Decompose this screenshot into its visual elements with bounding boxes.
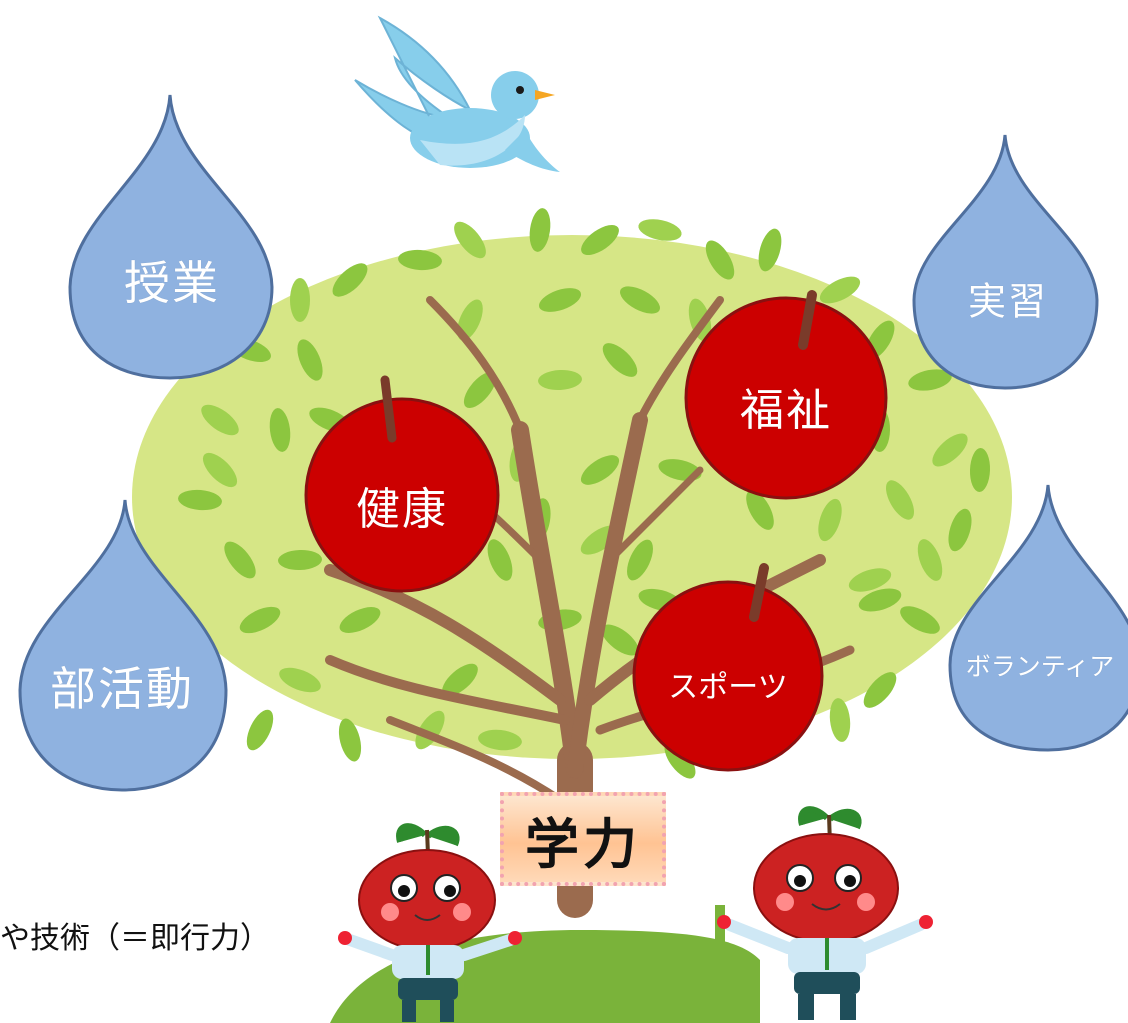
leaf <box>529 208 551 252</box>
leaf <box>398 249 442 271</box>
bird-icon <box>354 15 560 172</box>
apple-label-sports: スポーツ <box>668 670 788 705</box>
apple <box>304 375 500 593</box>
apple-label-health: 健康 <box>356 484 448 535</box>
leaf <box>848 568 892 592</box>
leaf <box>627 539 653 581</box>
water-drop <box>948 484 1128 752</box>
leaf <box>463 371 497 409</box>
leaf <box>457 299 483 341</box>
leaf <box>332 263 368 297</box>
leaf <box>917 539 943 581</box>
leaf <box>478 729 522 751</box>
leaf <box>746 490 774 530</box>
leaf <box>224 541 256 579</box>
ground-hill <box>715 905 725 1023</box>
apple <box>632 563 824 772</box>
water-drop <box>912 134 1099 390</box>
leaf <box>705 240 735 280</box>
drop-label-lessons: 授業 <box>124 256 220 310</box>
leaf <box>442 663 478 697</box>
leaf <box>580 455 620 485</box>
leaf <box>202 452 238 488</box>
leaf <box>829 698 851 742</box>
drop-label-practice: 実習 <box>967 279 1049 324</box>
apple-label-welfare: 福祉 <box>740 385 832 436</box>
leaf <box>279 667 321 693</box>
leaf <box>239 606 281 634</box>
leaf <box>269 408 291 452</box>
leaf <box>297 339 323 381</box>
leaf <box>819 276 861 304</box>
leaf <box>246 709 274 751</box>
leaf <box>620 286 660 314</box>
leaf <box>932 433 968 467</box>
leaf <box>602 343 638 377</box>
leaf <box>969 448 991 492</box>
leaf <box>178 489 222 511</box>
caption-text: や技術（＝即行力） <box>0 921 270 956</box>
leaf <box>338 718 362 762</box>
leaf <box>908 369 952 391</box>
leaf <box>948 508 972 552</box>
leaf <box>758 228 782 272</box>
water-drop <box>18 499 228 792</box>
leaf <box>339 607 381 633</box>
leaf <box>858 588 902 612</box>
leaf <box>886 480 914 520</box>
water-drop <box>68 94 274 380</box>
drop-label-volunteer: ボランティア <box>965 652 1115 681</box>
leaf <box>638 219 682 241</box>
sign-label: 学力 <box>525 812 641 876</box>
leaf <box>538 288 582 312</box>
leaf <box>538 369 582 391</box>
leaf <box>487 539 513 581</box>
apple-mascot-icon <box>338 823 522 1022</box>
drop-label-clubs: 部活動 <box>50 662 194 716</box>
leaf <box>454 221 486 259</box>
leaf <box>278 549 322 571</box>
leaf <box>900 606 940 634</box>
leaf <box>581 224 619 256</box>
apple-mascot-icon <box>717 806 933 1020</box>
leaf <box>601 624 639 656</box>
leaf <box>290 278 310 322</box>
apple <box>684 290 888 500</box>
leaf <box>415 710 445 750</box>
leaf <box>863 672 897 708</box>
leaf <box>818 498 842 542</box>
sign-board: 学力 <box>500 792 666 886</box>
leaf <box>201 404 239 436</box>
